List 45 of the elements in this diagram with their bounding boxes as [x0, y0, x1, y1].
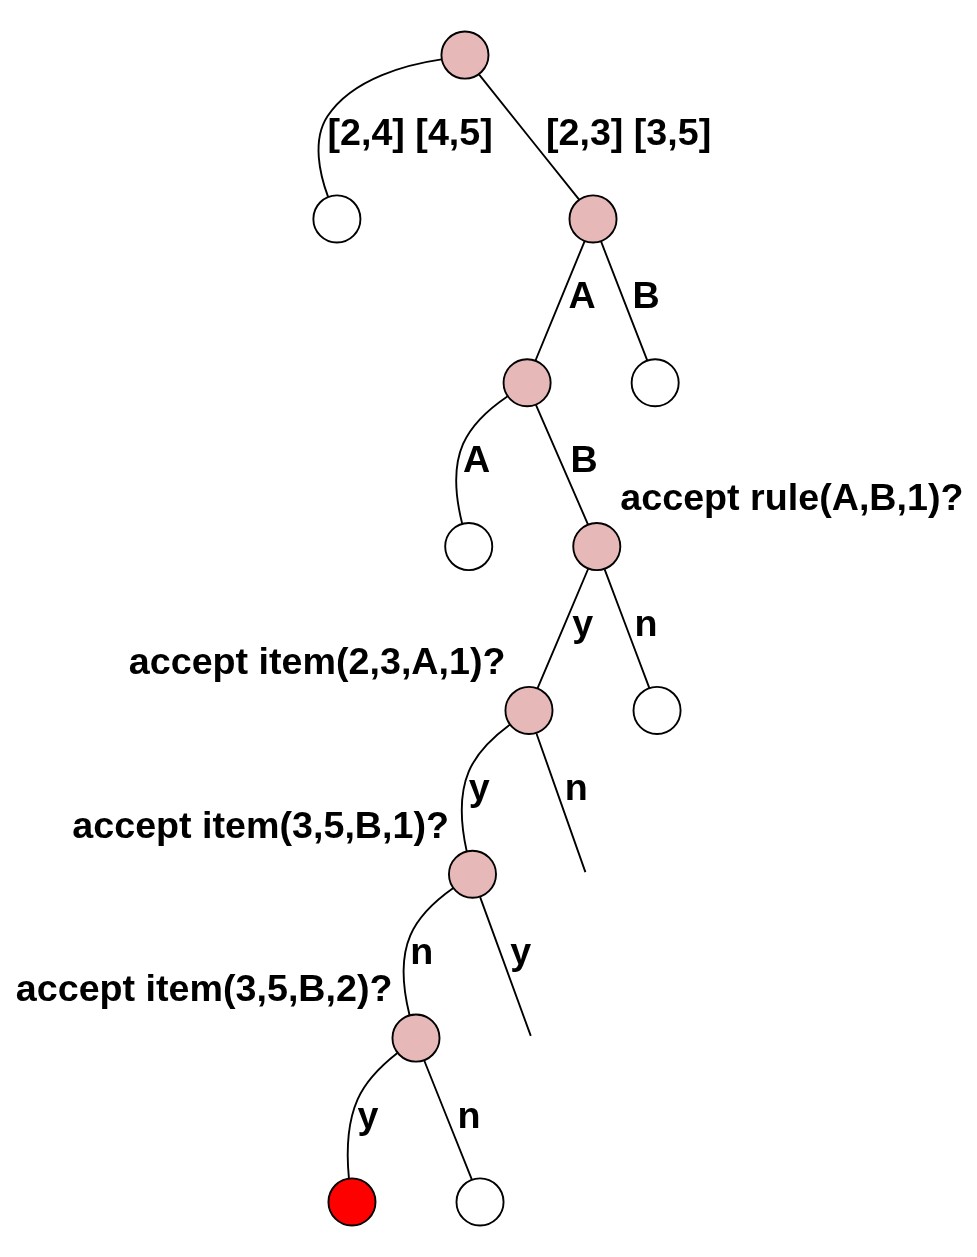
node-circle: [444, 522, 494, 572]
node-circle: [630, 358, 680, 408]
node-label: accept item(3,5,B,1)?: [72, 803, 450, 846]
node-circle: [455, 1177, 505, 1227]
connector: [536, 567, 590, 690]
edge-label: n: [457, 1093, 481, 1136]
connector: [402, 887, 455, 1017]
edge-label: A: [463, 438, 491, 481]
edge-label: y: [357, 1093, 379, 1136]
edge-label: n: [634, 602, 658, 645]
connector: [423, 1059, 473, 1181]
connector: [317, 58, 443, 198]
connector: [479, 896, 532, 1037]
edge-label: [2,3] [3,5]: [545, 110, 712, 153]
edge-label: n: [410, 929, 434, 972]
node-circle: [440, 30, 490, 80]
node-circle: [327, 1177, 377, 1227]
connector: [346, 1052, 399, 1180]
connector: [461, 723, 511, 853]
node-circle: [568, 194, 618, 244]
edge-label: y: [572, 602, 594, 645]
node-circle: [502, 358, 552, 408]
connector: [478, 73, 581, 201]
node-label: accept item(2,3,A,1)?: [128, 639, 506, 682]
node-label: accept rule(A,B,1)?: [620, 475, 964, 518]
connector: [534, 240, 586, 362]
connector: [603, 568, 651, 690]
edge-label: n: [564, 765, 588, 808]
edge-label: B: [570, 438, 598, 481]
edge-label: [2,4] [4,5]: [327, 110, 493, 153]
edge-label: y: [468, 765, 490, 808]
node-circle: [572, 522, 622, 572]
node-circle: [448, 849, 497, 899]
connector: [535, 732, 587, 874]
node-circle: [391, 1013, 441, 1063]
connector: [535, 403, 589, 526]
edge-label: A: [568, 274, 596, 317]
connector: [600, 240, 649, 362]
node-circle: [632, 685, 682, 735]
edge-label: y: [510, 929, 532, 972]
connector: [455, 395, 509, 525]
node-label: accept item(3,5,B,2)?: [15, 967, 393, 1010]
edge-label: B: [632, 274, 660, 317]
node-circle: [312, 194, 362, 244]
node-circle: [504, 685, 554, 735]
